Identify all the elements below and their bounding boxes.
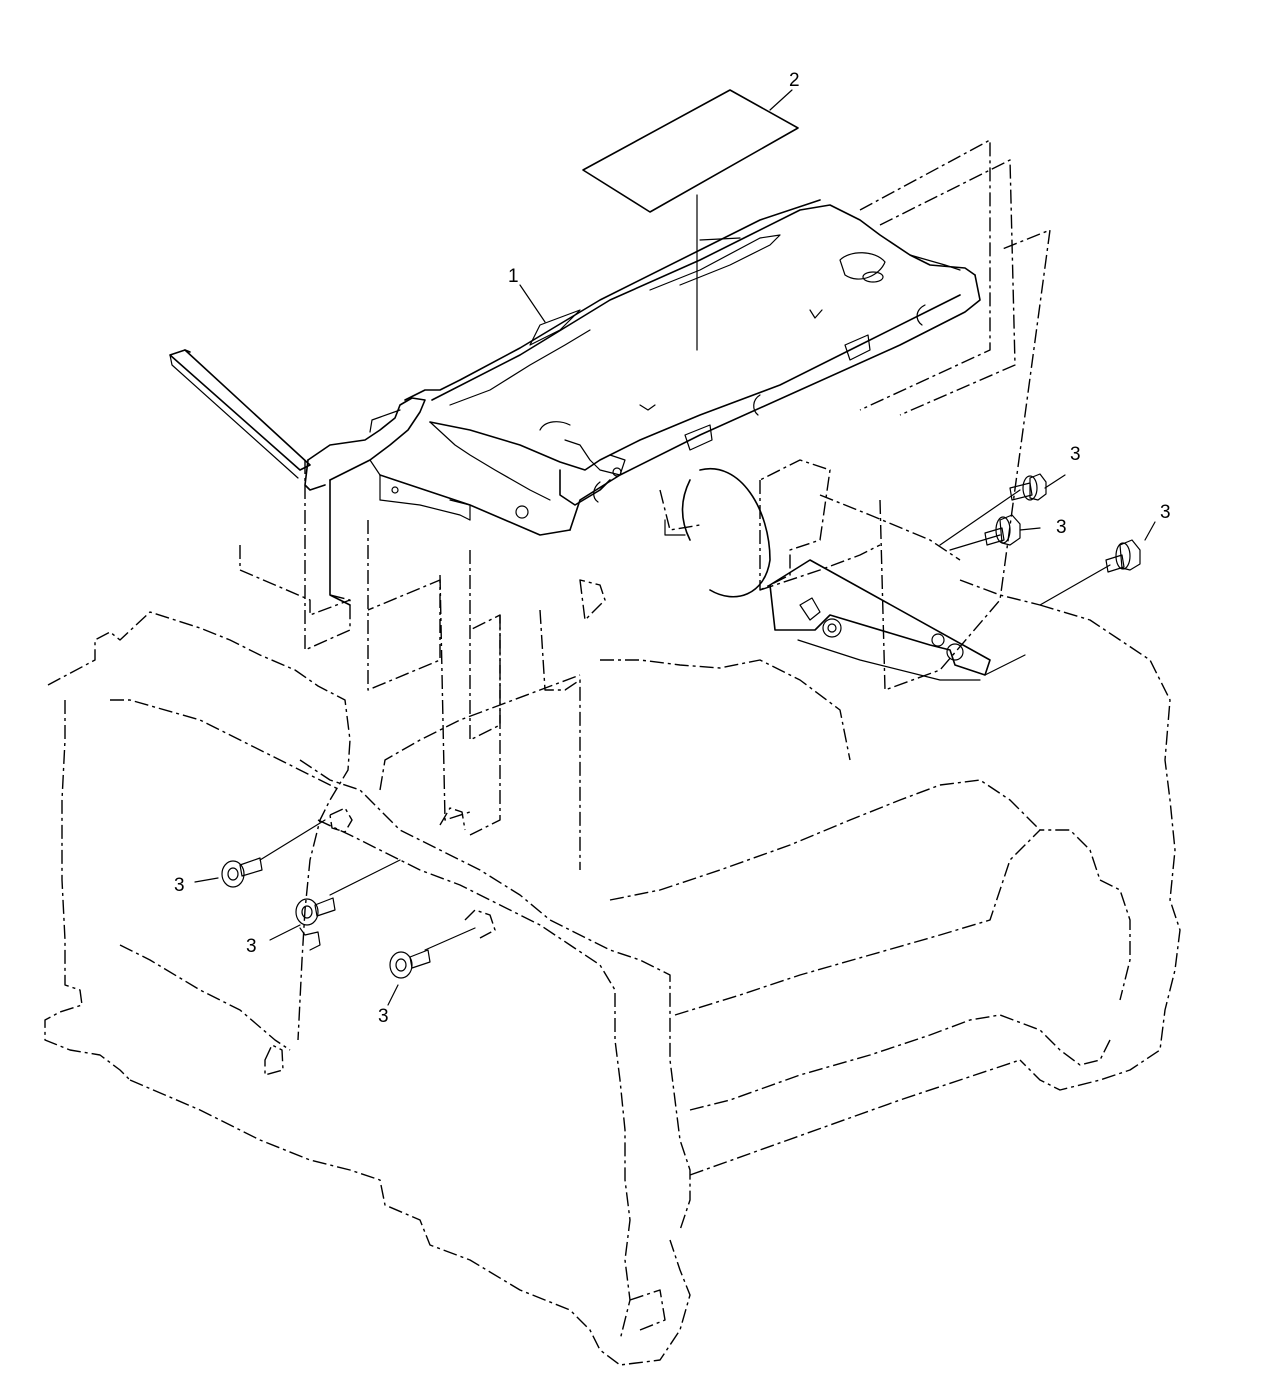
callout-part-2: 2	[789, 70, 800, 91]
lower-flange	[769, 559, 1026, 681]
callout-screw-f: 3	[378, 1006, 389, 1027]
screw-upper-right-2	[984, 514, 1021, 546]
label-sheet	[582, 89, 799, 213]
screw-lower-left-2	[295, 897, 336, 951]
top-cover-unit	[304, 199, 981, 606]
drum-cylinder	[664, 467, 771, 598]
screw-upper-right-1	[1009, 473, 1047, 501]
callout-screw-e: 3	[246, 936, 257, 957]
callout-screw-d: 3	[174, 875, 185, 896]
left-arm-bracket	[169, 349, 311, 479]
leader-lines	[194, 89, 1156, 1006]
screw-lower-left-3	[389, 949, 431, 979]
screw-lower-left-1	[221, 857, 263, 888]
callout-screw-b: 3	[1056, 517, 1067, 538]
callout-part-1: 1	[508, 266, 519, 287]
bracket-outlines	[239, 139, 1051, 870]
callout-screw-c: 3	[1160, 502, 1171, 523]
screw-upper-right-3	[1105, 539, 1141, 573]
callout-screw-a: 3	[1070, 444, 1081, 465]
chassis-frame	[44, 494, 1181, 1366]
